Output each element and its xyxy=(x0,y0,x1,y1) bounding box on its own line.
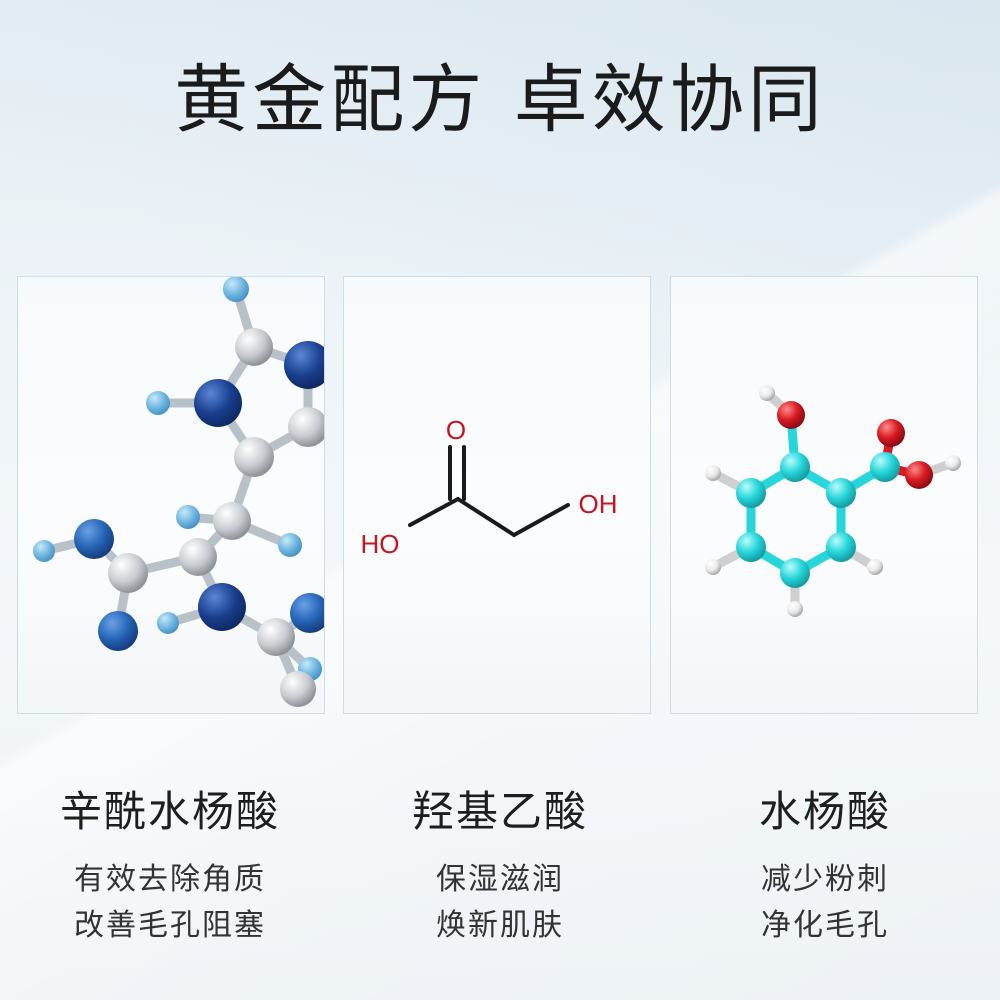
ingredient-name-salicylic-acid: 水杨酸 xyxy=(758,787,891,836)
ingredient-benefit: 有效去除角质 xyxy=(74,862,266,897)
salicylic-acid-3d-model-icon xyxy=(705,385,961,617)
card-salicylic-acid xyxy=(670,276,978,714)
page-title: 黄金配方 卓效协同 xyxy=(174,57,826,143)
molecule-3d-model-icon xyxy=(33,277,324,707)
ingredient-benefit: 保湿滋润 xyxy=(436,862,564,897)
ingredient-benefit: 净化毛孔 xyxy=(761,908,889,943)
ingredient-benefit: 减少粉刺 xyxy=(761,862,889,897)
oxygen-label: O xyxy=(446,415,466,445)
ingredient-name-glycolic-acid: 羟基乙酸 xyxy=(411,787,588,836)
ingredient-benefit: 焕新肌肤 xyxy=(436,908,564,943)
card-glycolic-acid: O HO OH xyxy=(343,276,651,714)
card-octanoyl-salicylic-acid xyxy=(17,276,325,714)
glycolic-acid-structure-icon: O HO OH xyxy=(361,415,618,559)
ingredient-name-octanoyl-salicylic-acid: 辛酰水杨酸 xyxy=(59,787,280,836)
ingredient-benefit: 改善毛孔阻塞 xyxy=(74,908,266,943)
hydroxyl-right-label: OH xyxy=(579,489,618,519)
hydroxyl-left-label: HO xyxy=(361,529,400,559)
